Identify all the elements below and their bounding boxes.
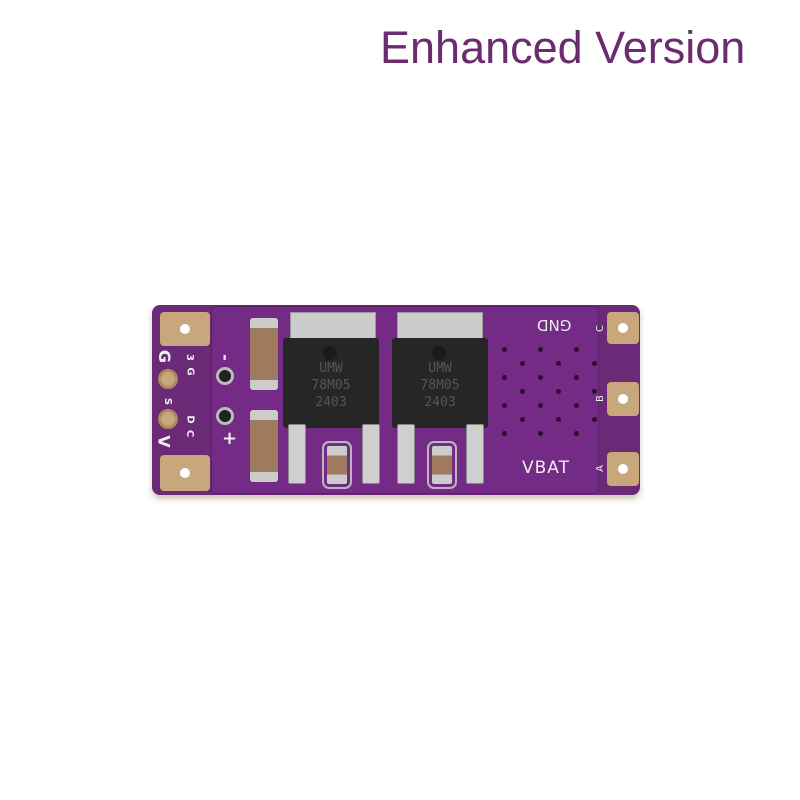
vbat-label: VBAT [522, 458, 570, 478]
regulator-text: 2403 [315, 395, 347, 410]
page-title: Enhanced Version [380, 22, 746, 73]
pin-label: G [184, 367, 196, 376]
plus-label: + [222, 428, 238, 449]
via [538, 347, 543, 352]
capacitor [250, 318, 278, 390]
left-label-v: V [154, 435, 174, 448]
signal-pad [158, 369, 178, 389]
pin-label: 3 [183, 354, 195, 361]
pin1-dot [432, 346, 446, 360]
smd-capacitor [322, 441, 352, 489]
via-grid [500, 345, 597, 445]
via [592, 361, 597, 366]
minus-label: - [215, 354, 235, 361]
pad-b [607, 382, 639, 416]
left-bottom-pad [160, 455, 210, 491]
via [520, 361, 525, 366]
left-top-pad [160, 312, 210, 346]
pad-a [607, 452, 639, 486]
left-label-g: G [155, 349, 175, 364]
neg-hole [216, 367, 234, 385]
via [556, 417, 561, 422]
via [502, 431, 507, 436]
pos-hole [216, 407, 234, 425]
regulator-tab [397, 312, 483, 342]
via [538, 403, 543, 408]
via [592, 417, 597, 422]
via [574, 347, 579, 352]
via [538, 375, 543, 380]
pad-c [607, 312, 639, 344]
via [502, 375, 507, 380]
regulator-tab [290, 312, 376, 342]
regulator-text: 2403 [424, 395, 456, 410]
via [538, 431, 543, 436]
via [556, 361, 561, 366]
regulator-pin [288, 424, 306, 484]
pad-label-a: A [594, 465, 606, 472]
regulator-pin [397, 424, 415, 484]
pad-label-c: C [594, 325, 606, 332]
regulator-text: 78M05 [420, 378, 460, 393]
via [520, 389, 525, 394]
signal-pad [158, 409, 178, 429]
via [592, 389, 597, 394]
via [520, 417, 525, 422]
regulator-text: 78M05 [311, 378, 351, 393]
via [502, 347, 507, 352]
via [574, 431, 579, 436]
gnd-label: GND [537, 316, 572, 334]
regulator-text: UMW [428, 361, 452, 376]
pad-label-b: B [594, 395, 606, 402]
via [556, 389, 561, 394]
via [502, 403, 507, 408]
regulator-text: UMW [319, 361, 343, 376]
pin-label: C [184, 429, 196, 438]
pin-label: S [162, 397, 174, 406]
regulator-1: UMW 78M05 2403 [283, 338, 379, 428]
smd-capacitor [427, 441, 457, 489]
regulator-pin [466, 424, 484, 484]
regulator-pin [362, 424, 380, 484]
pin-label: D [184, 415, 196, 424]
pin1-dot [323, 346, 337, 360]
via [574, 403, 579, 408]
via [574, 375, 579, 380]
capacitor [250, 410, 278, 482]
regulator-2: UMW 78M05 2403 [392, 338, 488, 428]
